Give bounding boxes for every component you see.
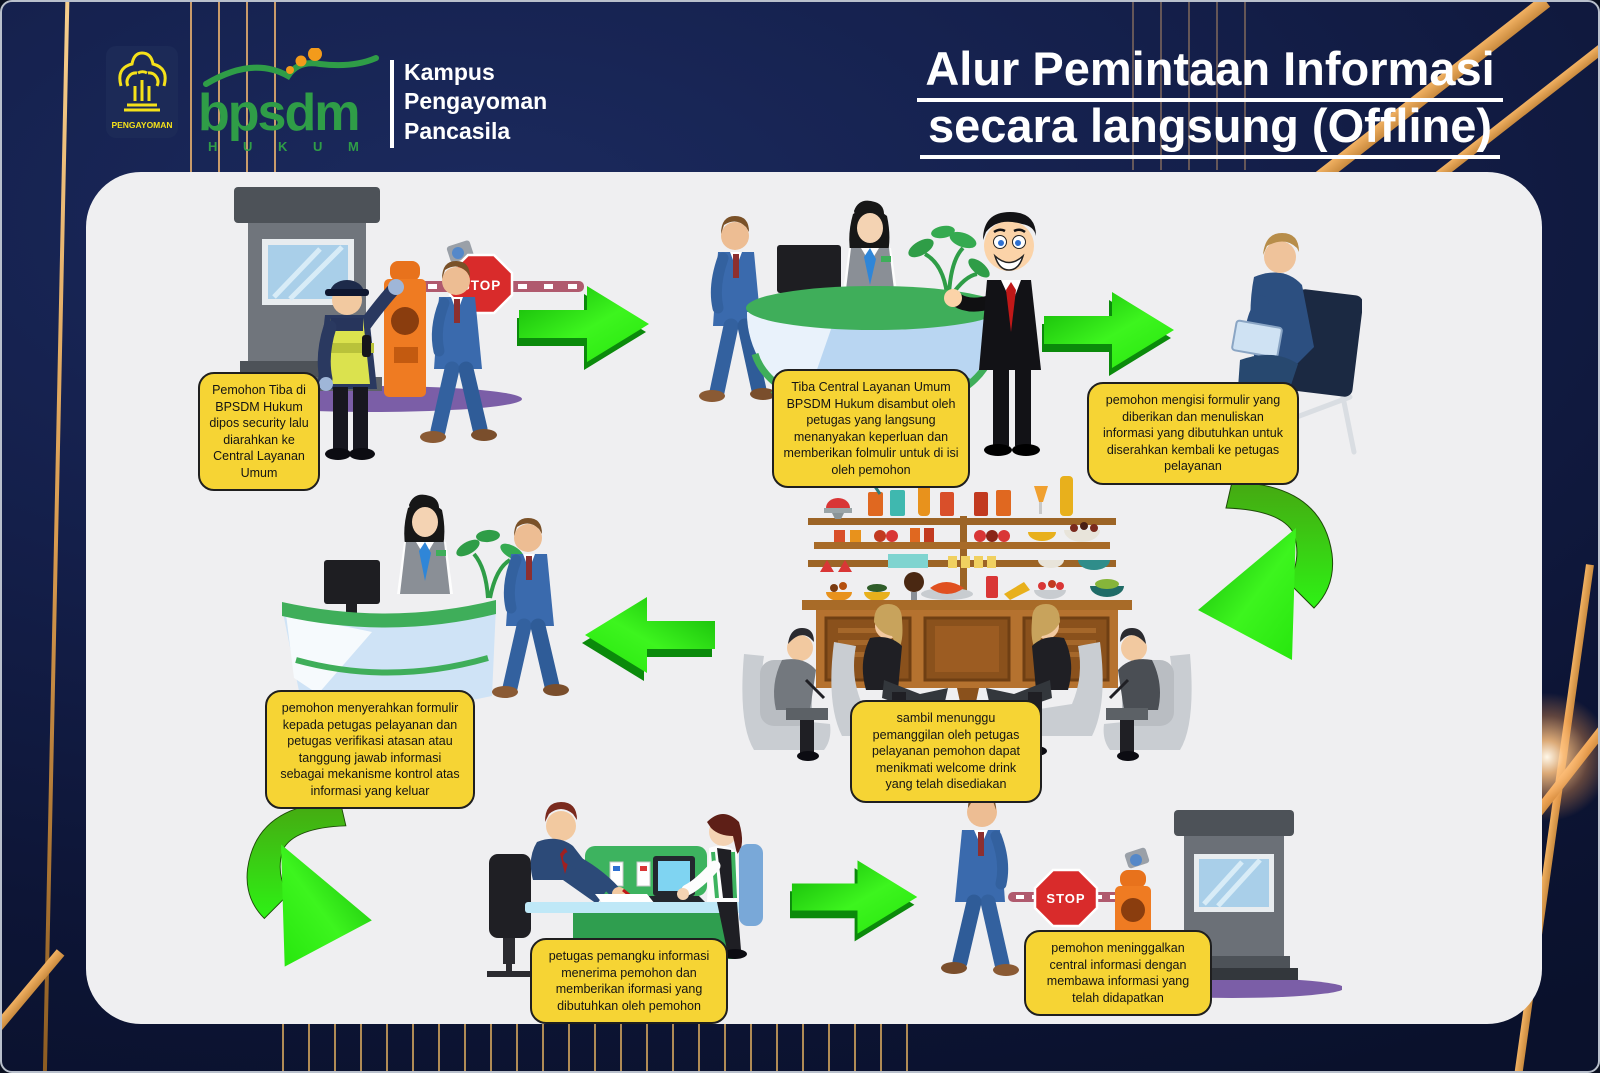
scene-information-desk [487, 802, 763, 977]
flow-arrow-right-2 [1042, 292, 1174, 376]
reception-desk [282, 600, 496, 707]
stop-sign-label: STOP [1046, 891, 1085, 906]
scene-welcome-drink [742, 470, 1192, 761]
page-title-line-1: Alur Pemintaan Informasi [917, 42, 1503, 102]
receptionist [842, 200, 898, 298]
flow-caption-3: pemohon mengisi formulir yang diberikan … [1087, 382, 1299, 485]
brochure-stand [609, 861, 651, 887]
bpsdm-wordmark: bpsdm [198, 84, 360, 142]
campus-line-3: Pancasila [404, 117, 511, 144]
visitor-leaving [941, 792, 1019, 976]
gold-thin-lines-title [1132, 2, 1252, 170]
scene-security-entry: STOP [222, 187, 584, 460]
waiting-guest-left-outer [742, 628, 831, 761]
bpsdm-logo: bpsdm H U K U M [198, 48, 383, 154]
buffet-items-top [824, 470, 1073, 519]
flow-caption-2: Tiba Central Layanan Umum BPSDM Hukum di… [772, 369, 970, 488]
security-guard [317, 279, 404, 460]
desk-monitor [324, 560, 380, 604]
campus-tagline: Kampus Pengayoman Pancasila [404, 58, 547, 146]
gold-thin-lines-bottom [282, 1023, 932, 1071]
bpsdm-swoosh-icon [203, 48, 379, 87]
pengayoman-tree-icon [118, 51, 167, 112]
flow-caption-5: pemohon menyerahkan formulir kepada petu… [265, 690, 475, 809]
monitor-stand [346, 604, 357, 613]
scene-submit-form [282, 494, 569, 707]
information-seeker [677, 814, 763, 959]
page-title-line-2: secara langsung (Offline) [919, 99, 1501, 160]
buffet-items-mid [834, 522, 1100, 542]
waiting-guest-right-outer [1103, 628, 1192, 761]
flow-arrow-right-1 [517, 286, 649, 370]
campus-line-1: Kampus [404, 59, 495, 85]
gold-thin-lines-top [190, 2, 290, 174]
applicant-walking [492, 518, 569, 698]
flow-caption-7: pemohon meninggalkan central informasi d… [1024, 930, 1212, 1016]
visitor-walking [420, 261, 497, 443]
buffet-tabletop-items [826, 572, 1124, 601]
page-title: Alur Pemintaan Informasi secara langsung… [860, 40, 1560, 160]
stop-sign: STOP [1033, 868, 1099, 928]
buffet-items-lower [820, 554, 1110, 572]
desk-monitor [777, 245, 841, 293]
visitor-walking [699, 216, 776, 402]
greeter-cartoon-man [944, 212, 1041, 456]
flow-arrow-curved-down-right [246, 801, 372, 967]
bpsdm-sub-label: H U K U M [208, 138, 370, 154]
stop-sign-label: STOP [461, 278, 502, 293]
plant [456, 529, 524, 599]
flow-arrow-curved-down-left [1198, 481, 1334, 660]
campus-line-2: Pengayoman [404, 88, 548, 115]
receptionist [397, 494, 453, 594]
gold-line-left [42, 2, 70, 1071]
flow-caption-6: petugas pemangku informasi menerima pemo… [530, 938, 728, 1024]
office-chair [487, 854, 533, 977]
pengayoman-logo: PENGAYOMAN [106, 46, 178, 138]
cctv-camera-icon [1124, 847, 1150, 869]
flow-caption-1: Pemohon Tiba di BPSDM Hukum dipos securi… [198, 372, 320, 491]
flow-arrow-right-3 [790, 860, 918, 942]
header-divider [390, 60, 394, 148]
gate-post [384, 261, 426, 397]
flow-arrow-left [582, 597, 715, 681]
pengayoman-label: PENGAYOMAN [111, 120, 172, 130]
flow-caption-4: sambil menunggu pemanggilan oleh petugas… [850, 700, 1042, 803]
plant [908, 225, 990, 298]
information-officer [530, 802, 655, 904]
gold-diagonal-5 [2, 949, 65, 1071]
